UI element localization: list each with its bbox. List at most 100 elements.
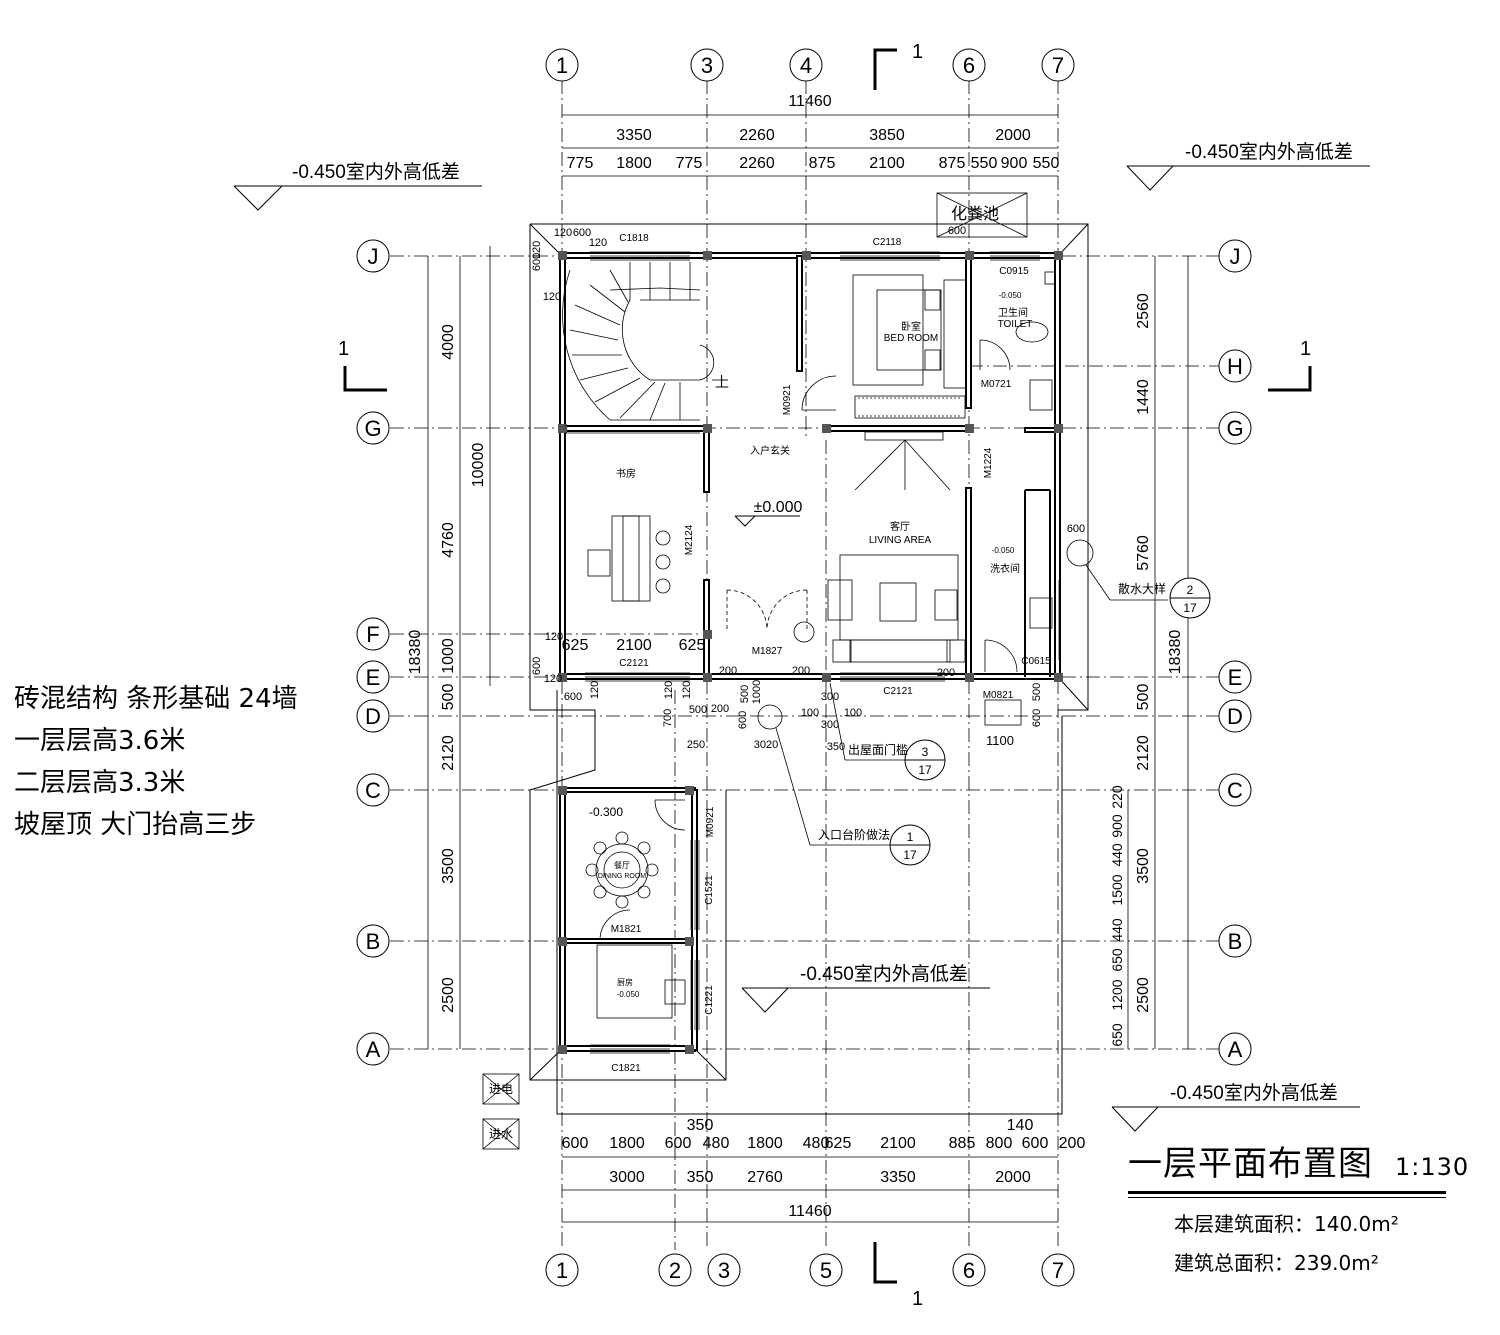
axis-right-B: B [1228,929,1243,954]
dim-right-2: 5760 [1135,535,1152,571]
floor-level-label: ±0.000 [754,499,803,516]
dim-top-r1-2: 3850 [869,127,905,144]
dim-right-inner-3: 1500 [1109,874,1125,905]
axis-bottom-7: 7 [1052,1258,1064,1283]
callout-0-label: 散水大样 [1118,581,1166,596]
opening-C1818: C1818 [619,233,649,244]
axis-right-C: C [1227,778,1243,803]
dim-bottom-r2-3: 3350 [880,1169,916,1186]
dim-left-outer: 18380 [407,630,424,675]
axis-bottom-2: 2 [669,1258,681,1283]
room-dining-level: -0.300 [589,805,623,819]
dim-misc-25: 250 [687,739,705,751]
axis-top-7: 7 [1052,53,1064,78]
dim-top-r1-1: 2260 [739,127,775,144]
axis-bottom-6: 6 [963,1258,975,1283]
room-study: 书房 [616,467,636,480]
dim-misc-7: 600 [531,657,543,675]
room-toilet-en: TOILET [998,319,1033,330]
roof-outline [529,223,1089,1115]
dim-misc-0: 120 [554,227,572,239]
dim-misc-10: 625 [679,637,706,654]
drawing-scale: 1:130 [1395,1153,1470,1181]
dim-right-inner-7: 650 [1109,1023,1125,1047]
dim-left-4: 2120 [440,735,457,771]
dim-left-2: 1000 [440,638,457,674]
dim-misc-17: 200 [711,703,729,715]
stair-up-label: 上 [715,374,729,390]
dim-bottom-r1-6: 625 [825,1135,852,1152]
dim-misc-33: 600 [1031,709,1043,727]
axis-left-J: J [368,244,379,269]
axis-right-D: D [1227,704,1243,729]
axis-left-A: A [366,1037,381,1062]
furniture [482,192,1168,1150]
callout-1-sheet: 17 [918,763,932,777]
opening-M0821: M0821 [983,690,1014,701]
note-line: 二层层高3.3米 [14,768,186,798]
callout-1-label: 出屋面门槛 [848,742,908,757]
dim-top-r2-7: 550 [971,155,998,172]
dim-misc-9: 2100 [616,637,652,654]
opening-M1827: M1827 [752,646,783,657]
dim-misc-16: 200 [719,665,737,677]
room-laundry-level: -0.050 [992,546,1015,555]
dimension-lines [427,114,1189,1223]
axis-top-6: 6 [963,53,975,78]
opening-C0615: C0615 [1021,656,1051,667]
opening-C2121-b: C2121 [883,686,913,697]
structure-notes: 砖混结构 条形基础 24墙 一层层高3.6米 二层层高3.3米 坡屋顶 大门抬高… [14,678,298,846]
dim-misc-15: 120 [681,681,693,699]
axis-left-G: G [364,416,381,441]
opening-C2118: C2118 [873,237,902,248]
room-bedroom-cn: 卧室 [901,320,921,333]
dim-bottom-r2-1: 350 [687,1169,714,1186]
dim-bottom-extra-1: 140 [1007,1117,1034,1134]
dim-bottom-r2-0: 3000 [609,1169,645,1186]
dim-right-0: 2560 [1135,293,1152,329]
dim-misc-4: 120 [531,241,543,259]
note-line: 坡屋顶 大门抬高三步 [14,810,257,840]
opening-C2121-a: C2121 [619,658,649,669]
dim-top-r1-0: 3350 [616,127,652,144]
dim-top-r2-0: 775 [567,155,594,172]
room-kitchen-level: -0.050 [617,990,640,999]
dim-misc-24: 600 [737,711,749,729]
room-foyer: 入户玄关 [750,444,790,457]
room-laundry: 洗衣间 [990,562,1020,575]
dim-misc-27: 350 [827,741,845,753]
opening-C1521: C1521 [704,875,715,905]
callout-2-label: 入口台阶做法 [818,827,890,842]
dim-left-6: 2500 [440,977,457,1013]
axis-left-D: D [365,704,381,729]
section-marks [343,48,1312,1284]
section-mark-left: 1 [338,338,349,360]
dim-misc-19: 200 [792,665,810,677]
room-living-en: LIVING AREA [869,535,932,546]
dim-top-r2-6: 875 [939,155,966,172]
dim-misc-3: 600 [531,253,543,271]
dim-right-5: 3500 [1135,848,1152,884]
spiral-stair [562,262,728,421]
room-living-cn: 客厅 [890,520,910,533]
axis-top-4: 4 [800,53,812,78]
dim-top-r2-8: 900 [1001,155,1028,172]
dim-left-mid: 10000 [470,443,487,488]
windows [565,251,1060,1054]
floor-area: 本层建筑面积：140.0m² [1174,1212,1399,1236]
dim-misc-1: 600 [573,227,591,239]
axis-bottom-5: 5 [820,1258,832,1283]
dim-bottom-r1-5: 480 [803,1135,830,1152]
dim-bottom-r1-8: 885 [949,1135,976,1152]
opening-C1221: C1221 [704,985,715,1015]
dim-misc-35: 600 [1067,523,1085,535]
axis-top-1: 1 [556,53,568,78]
dim-right-4: 2120 [1135,735,1152,771]
dim-misc-8: 625 [562,637,589,654]
dim-bottom-r1-11: 200 [1059,1135,1086,1152]
dim-top-r2-2: 775 [676,155,703,172]
axis-right-E: E [1228,665,1243,690]
section-mark-right: 1 [1300,338,1311,360]
columns [558,251,1063,1054]
